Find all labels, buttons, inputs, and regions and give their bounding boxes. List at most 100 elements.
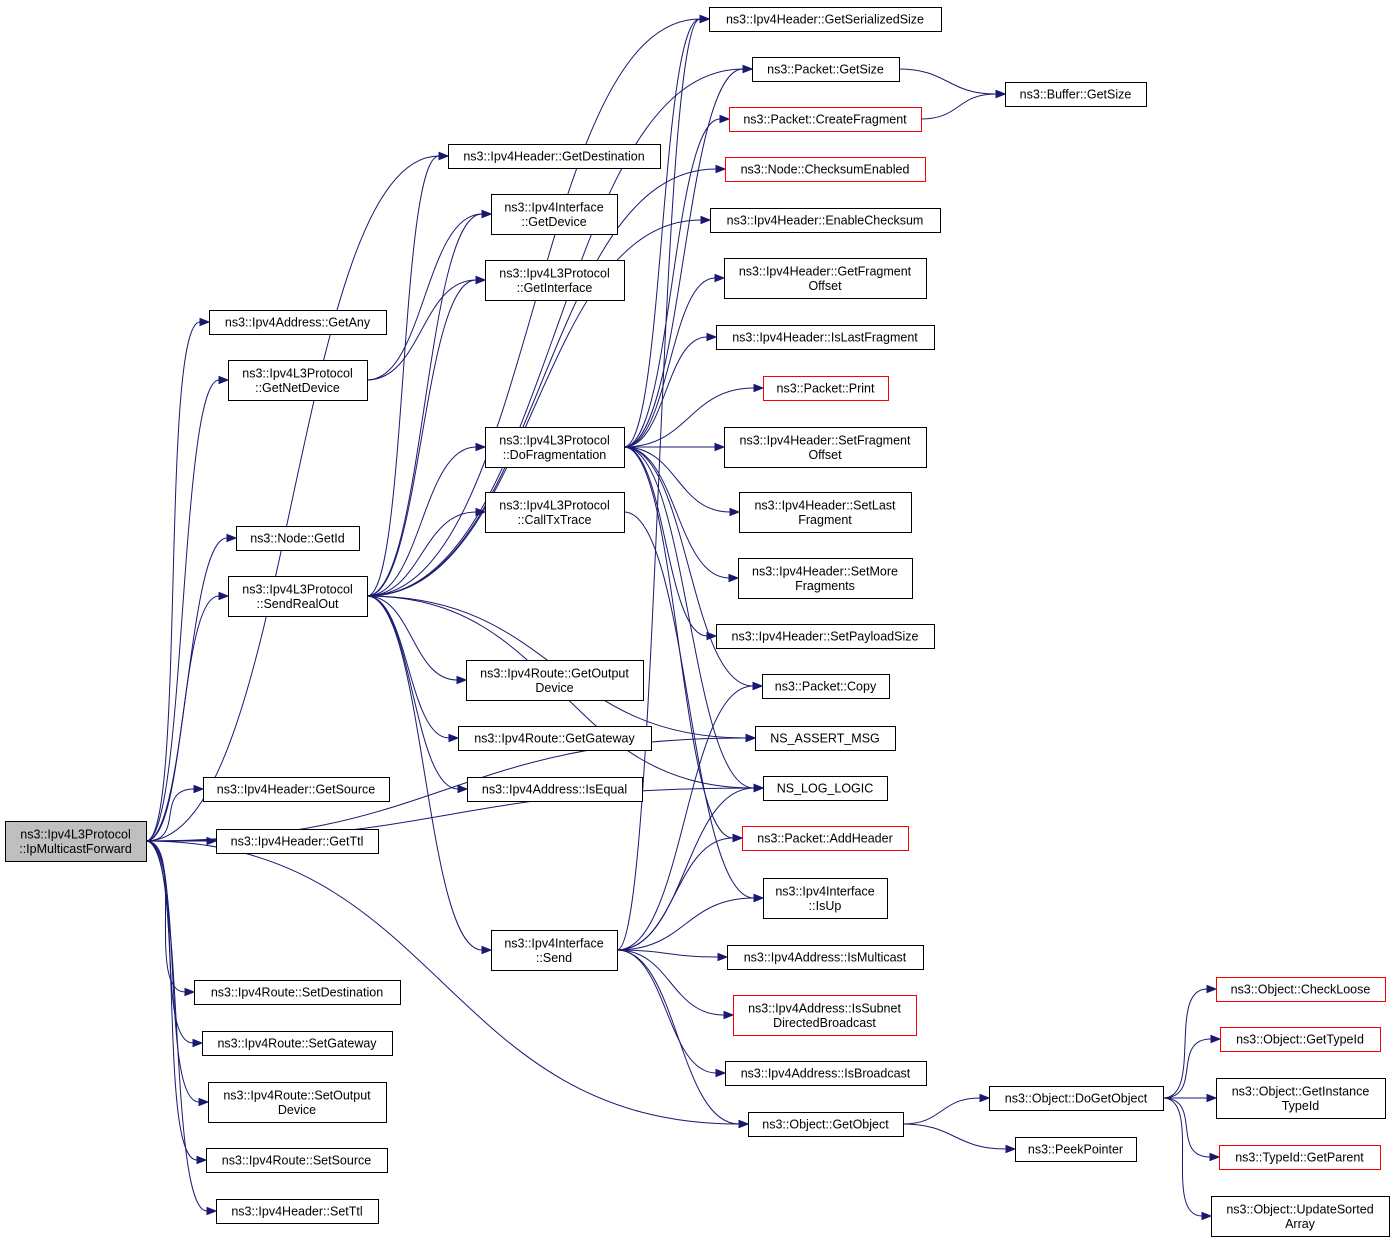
node-isMulticast[interactable]: ns3::Ipv4Address::IsMulticast [727, 945, 924, 970]
node-label-line: ns3::Object::GetObject [762, 1118, 889, 1132]
node-doFragmentation[interactable]: ns3::Ipv4L3Protocol::DoFragmentation [485, 427, 625, 468]
node-getTypeId[interactable]: ns3::Object::GetTypeId [1220, 1027, 1381, 1052]
node-label-line: ns3::Ipv4Header::IsLastFragment [732, 331, 918, 345]
node-peekPointer[interactable]: ns3::PeekPointer [1015, 1137, 1137, 1162]
node-getTtl[interactable]: ns3::Ipv4Header::GetTtl [216, 829, 379, 854]
node-enableChecksum[interactable]: ns3::Ipv4Header::EnableChecksum [710, 208, 941, 233]
node-getInterface[interactable]: ns3::Ipv4L3Protocol::GetInterface [485, 260, 625, 301]
node-label-line: ns3::Packet::AddHeader [757, 832, 893, 846]
edge-arrowhead [700, 215, 712, 225]
node-typeIdGetParent[interactable]: ns3::TypeId::GetParent [1219, 1145, 1381, 1170]
edge-line [366, 18, 701, 597]
node-box [228, 576, 368, 617]
node-sendRealOut[interactable]: ns3::Ipv4L3Protocol::SendRealOut [228, 576, 368, 617]
edge-getNetDevice-to-ifGetDevice [366, 209, 493, 381]
node-getAny[interactable]: ns3::Ipv4Address::GetAny [209, 310, 387, 335]
edge-doFragmentation-to-isLastFragment [623, 332, 718, 448]
node-box [763, 776, 888, 801]
node-box [727, 945, 924, 970]
node-root[interactable]: ns3::Ipv4L3Protocol::IpMulticastForward [5, 821, 147, 862]
node-callTxTrace[interactable]: ns3::Ipv4L3Protocol::CallTxTrace [485, 492, 625, 533]
edge-line [623, 277, 716, 448]
edge-line [623, 336, 708, 448]
node-box [467, 777, 643, 802]
edge-arrowhead [979, 1093, 991, 1103]
node-setDestination[interactable]: ns3::Ipv4Route::SetDestination [194, 980, 401, 1005]
edge-root-to-getSource [145, 784, 205, 842]
node-box [762, 674, 890, 699]
edge-sendRealOut-to-getGateway [366, 595, 460, 743]
node-getSerializedSize[interactable]: ns3::Ipv4Header::GetSerializedSize [709, 7, 942, 32]
node-packetPrint[interactable]: ns3::Packet::Print [763, 376, 889, 401]
node-checksumEnabled[interactable]: ns3::Node::ChecksumEnabled [725, 157, 926, 182]
edge-getObject-to-doGetObject [902, 1093, 991, 1125]
node-isLastFragment[interactable]: ns3::Ipv4Header::IsLastFragment [716, 325, 935, 350]
node-checkLoose[interactable]: ns3::Object::CheckLoose [1216, 977, 1386, 1002]
edge-doFragmentation-to-getSerializedSize [623, 14, 711, 448]
node-createFragment[interactable]: ns3::Packet::CreateFragment [729, 107, 922, 132]
node-ifGetDevice[interactable]: ns3::Ipv4Interface::GetDevice [491, 194, 618, 235]
edge-arrowhead [1201, 1211, 1213, 1221]
edge-line [616, 949, 719, 958]
edge-arrowhead [184, 987, 196, 997]
node-box [729, 107, 922, 132]
node-getSource[interactable]: ns3::Ipv4Header::GetSource [203, 777, 390, 802]
node-getGateway[interactable]: ns3::Ipv4Route::GetGateway [458, 726, 652, 751]
edge-line [145, 321, 201, 842]
edge-sendRealOut-to-ifSend [366, 595, 493, 955]
node-box [710, 208, 941, 233]
edge-arrowhead [1206, 1093, 1218, 1103]
node-addHeader[interactable]: ns3::Packet::AddHeader [742, 826, 909, 851]
node-setPayloadSize[interactable]: ns3::Ipv4Header::SetPayloadSize [716, 624, 935, 649]
edge-arrowhead [753, 383, 765, 393]
node-box [748, 1112, 904, 1137]
edge-doFragmentation-to-setMoreFragments [623, 446, 740, 583]
node-getNetDevice[interactable]: ns3::Ipv4L3Protocol::GetNetDevice [228, 360, 368, 401]
node-doGetObject[interactable]: ns3::Object::DoGetObject [989, 1086, 1164, 1111]
node-bufferGetSize[interactable]: ns3::Buffer::GetSize [1005, 82, 1147, 107]
node-nsAssertMsg[interactable]: NS_ASSERT_MSG [755, 726, 896, 751]
edge-line [616, 897, 755, 951]
node-packetCopy[interactable]: ns3::Packet::Copy [762, 674, 890, 699]
edge-arrowhead [715, 1068, 727, 1078]
edge-line [623, 446, 755, 789]
node-label-line: ns3::Ipv4Header::GetSerializedSize [726, 13, 924, 27]
node-label-line: ns3::Object::GetTypeId [1236, 1033, 1364, 1047]
node-nodeGetId[interactable]: ns3::Node::GetId [236, 526, 360, 551]
node-label-line: ns3::Ipv4Header::GetFragment [739, 264, 912, 278]
node-isSubnetDirectedBroadcast[interactable]: ns3::Ipv4Address::IsSubnetDirectedBroadc… [733, 995, 917, 1036]
edge-arrowhead [218, 591, 230, 601]
edge-doFragmentation-to-createFragment [623, 114, 731, 448]
node-setTtl[interactable]: ns3::Ipv4Header::SetTtl [216, 1199, 379, 1224]
edge-line [616, 685, 754, 951]
node-label-line: ns3::Ipv4Interface [775, 884, 874, 898]
node-box [236, 526, 360, 551]
node-packetGetSize[interactable]: ns3::Packet::GetSize [752, 57, 900, 82]
node-getObject[interactable]: ns3::Object::GetObject [748, 1112, 904, 1137]
node-setSource[interactable]: ns3::Ipv4Route::SetSource [206, 1148, 388, 1173]
node-label-line: ns3::Ipv4Interface [504, 200, 603, 214]
node-isEqual[interactable]: ns3::Ipv4Address::IsEqual [467, 777, 643, 802]
node-getDestination[interactable]: ns3::Ipv4Header::GetDestination [448, 144, 661, 169]
node-ifSend[interactable]: ns3::Ipv4Interface::Send [491, 930, 618, 971]
node-setGateway[interactable]: ns3::Ipv4Route::SetGateway [202, 1031, 393, 1056]
node-nsLogLogic[interactable]: NS_LOG_LOGIC [763, 776, 888, 801]
edge-line [898, 68, 997, 95]
edge-packetGetSize-to-bufferGetSize [898, 68, 1007, 99]
node-ifIsUp[interactable]: ns3::Ipv4Interface::IsUp [763, 878, 888, 919]
node-label-line: ns3::Node::GetId [250, 532, 345, 546]
node-isBroadcast[interactable]: ns3::Ipv4Address::IsBroadcast [725, 1061, 927, 1086]
edge-line [366, 446, 477, 597]
edge-arrowhead [475, 275, 487, 285]
edge-doFragmentation-to-setFragmentOffset [624, 442, 726, 452]
node-box [989, 1086, 1164, 1111]
node-box [1216, 1078, 1386, 1119]
